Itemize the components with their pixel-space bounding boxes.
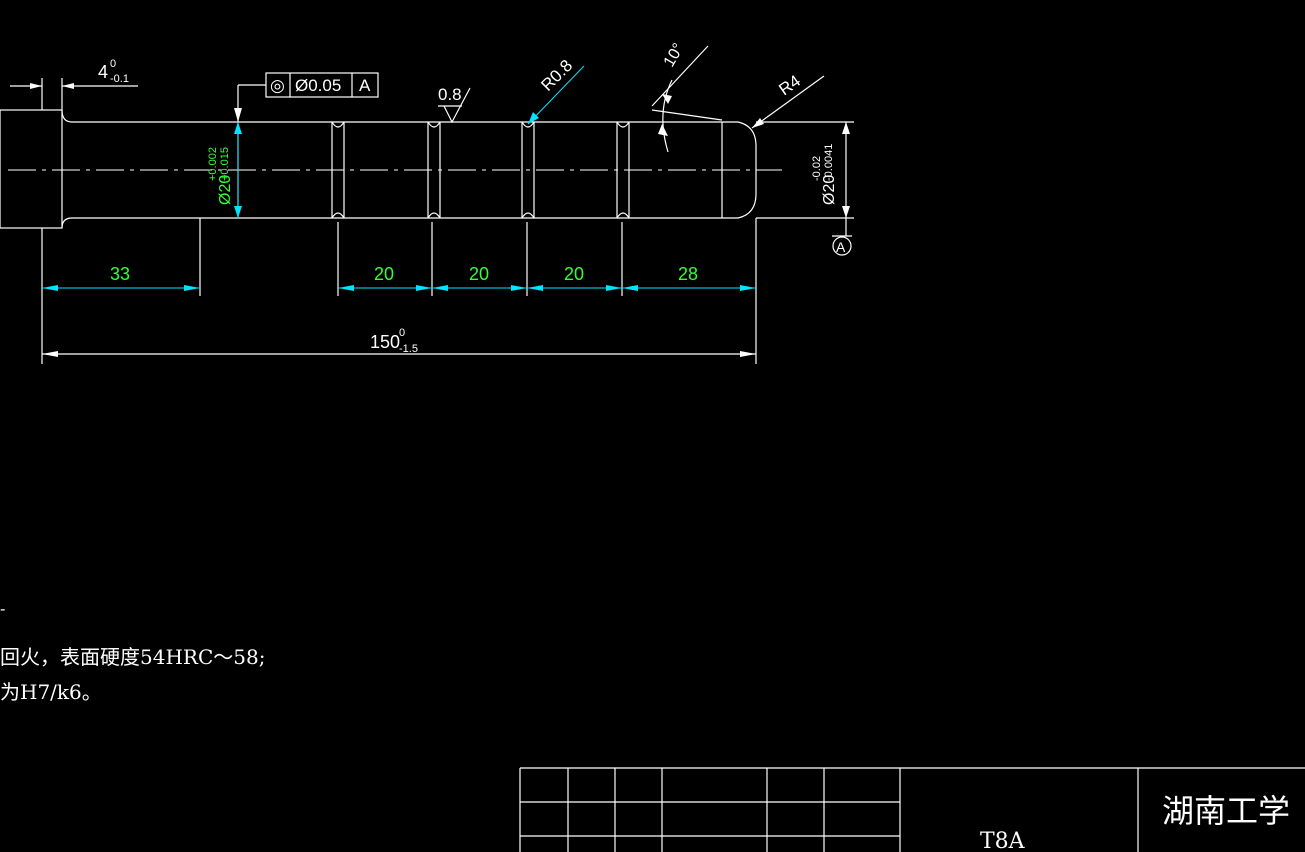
groove-3-top: [521, 121, 535, 128]
roughness-value: 0.8: [438, 85, 462, 104]
groove-radius-label: R0.8: [537, 56, 576, 95]
tip-diameter-dim: Ø20 -0.02 -0.0041 A: [756, 121, 854, 256]
organization-label: 湖南工学: [1162, 792, 1290, 830]
groove-radius-leader: R0.8: [527, 56, 585, 125]
notes-marker: -: [0, 599, 5, 618]
shank-diameter-dim: Ø20 +0.002 +0.015: [207, 122, 242, 218]
title-block: T8A 湖南工学: [519, 767, 1305, 852]
punch-outline: [0, 109, 782, 229]
tip-radius-label: R4: [775, 71, 804, 99]
dim-20-b: 20: [469, 264, 489, 284]
tolerance-datum: A: [359, 76, 371, 95]
tip-diameter-base: Ø20: [821, 175, 838, 205]
datum-a-icon: [832, 236, 852, 256]
material-label: T8A: [980, 829, 1026, 852]
datum-label: A: [836, 239, 846, 255]
groove-3-bottom: [521, 212, 535, 219]
head-fillet-top: [61, 109, 73, 123]
tolerance-frame: ◎ Ø0.05 A: [234, 72, 379, 122]
tip-diameter-lower: -0.0041: [823, 144, 835, 181]
groove-4-top: [616, 121, 630, 128]
head-fillet-bottom: [61, 217, 73, 229]
tip-diameter-upper: -0.02: [811, 156, 823, 181]
head-flange: [0, 109, 63, 229]
tolerance-value: Ø0.05: [295, 76, 341, 95]
notes-line-1: 回火，表面硬度54HRC～58;: [0, 645, 265, 669]
concentricity-icon: ◎: [270, 76, 285, 95]
roughness-symbol: 0.8: [438, 85, 471, 124]
overall-length-base: 150: [370, 332, 400, 352]
head-thickness-base: 4: [98, 62, 108, 82]
head-thickness-lower: -0.1: [110, 73, 129, 85]
tip-radius-leader: R4: [751, 71, 825, 129]
technical-notes: - 回火，表面硬度54HRC～58; 为H7/k6。: [0, 599, 265, 704]
taper-angle-label: 10°: [661, 41, 688, 70]
length-dims: 33 20 20 20 28 150 0 -1.5: [41, 218, 757, 364]
groove-2-bottom: [427, 212, 441, 219]
dim-28: 28: [678, 264, 698, 284]
shank-diameter-base: Ø20: [217, 175, 234, 205]
shank-diameter-lower: +0.015: [219, 147, 231, 181]
groove-2-top: [427, 121, 441, 128]
groove-1-bottom: [331, 212, 345, 219]
overall-length-lower: -1.5: [399, 343, 418, 355]
dim-33: 33: [110, 264, 130, 284]
overall-length-upper: 0: [399, 327, 405, 339]
head-thickness-dim: 4 0 -0.1: [10, 58, 138, 110]
taper-angle-dim: 10°: [651, 41, 723, 153]
groove-4-bottom: [616, 212, 630, 219]
dim-20-c: 20: [564, 264, 584, 284]
head-thickness-upper: 0: [110, 58, 116, 70]
shank-diameter-upper: +0.002: [207, 147, 219, 181]
notes-line-2: 为H7/k6。: [0, 680, 102, 704]
dim-20-a: 20: [374, 264, 394, 284]
groove-1-top: [331, 121, 345, 128]
